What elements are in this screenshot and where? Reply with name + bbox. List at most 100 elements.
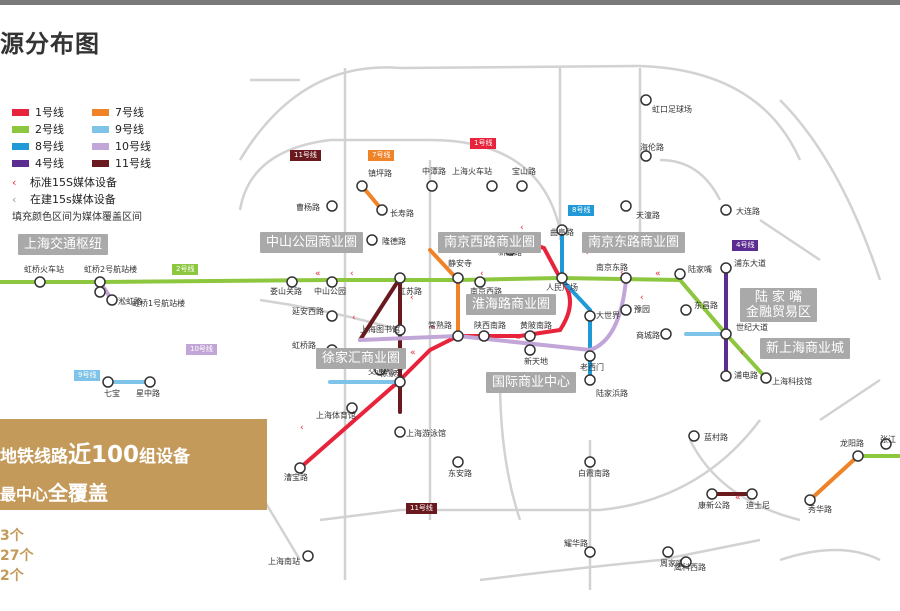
station-marker <box>34 276 46 288</box>
station-label: 大世界 <box>596 310 620 320</box>
station-label: 上海游泳馆 <box>406 428 446 438</box>
station-label: 徐家汇 <box>380 368 404 378</box>
station-marker <box>302 550 314 562</box>
station-label: 常熟路 <box>428 320 452 330</box>
legend-item: 7号线 <box>92 104 144 120</box>
swatch-line-7 <box>92 108 109 116</box>
svg-text:«: « <box>315 269 321 279</box>
top-bar <box>0 0 900 5</box>
station-label: 商城路 <box>636 330 660 340</box>
station-label: 宝山路 <box>512 166 536 176</box>
station-marker <box>620 200 632 212</box>
station-marker <box>720 262 732 274</box>
swatch-line-10 <box>92 142 109 150</box>
legend-item: 10号线 <box>92 138 151 154</box>
station-label: 镇坪路 <box>368 168 392 178</box>
station-marker <box>356 180 368 192</box>
station-marker <box>394 376 406 388</box>
banner-line-2: 最中心全覆盖 <box>0 477 108 506</box>
station-label: 张江 <box>880 435 896 444</box>
swatch-line-11 <box>92 159 109 167</box>
station-marker <box>556 272 568 284</box>
station-label: 静安寺 <box>448 258 472 268</box>
station-label: 延安西路 <box>292 306 324 316</box>
zone-label: 淮海路商业圈 <box>466 294 557 315</box>
svg-text:‹: ‹ <box>640 293 644 303</box>
station-label: 鹰科西路 <box>674 562 706 572</box>
station-marker <box>620 304 632 316</box>
legend-item: ‹标准15S媒体设备 <box>12 174 117 190</box>
station-label: 蓝村路 <box>704 432 728 442</box>
station-marker <box>294 462 306 474</box>
station-label: 浦电路 <box>734 370 758 380</box>
line-tag: 11号线 <box>290 150 321 161</box>
station-marker <box>680 304 692 316</box>
zone-label: 国际商业中心 <box>486 372 577 393</box>
station-marker <box>720 328 732 340</box>
svg-text:«: « <box>430 323 436 333</box>
station-marker <box>394 426 406 438</box>
line-tag: 8号线 <box>568 205 595 216</box>
station-marker <box>746 488 758 500</box>
station-label: 上海火车站 <box>452 166 492 176</box>
banner-line2-prefix: 最中心 <box>0 485 49 504</box>
banner-line2-suffix: 全覆盖 <box>48 481 109 505</box>
legend-label: 1号线 <box>35 106 64 119</box>
station-label: 淞虹路 <box>118 296 142 306</box>
station-marker <box>326 200 338 212</box>
svg-text:«: « <box>515 333 521 343</box>
legend-item: ‹在建15s媒体设备 <box>12 191 116 207</box>
station-label: 龙阳路 <box>840 438 864 448</box>
station-label: 白霞南路 <box>578 468 610 478</box>
station-marker <box>674 268 686 280</box>
svg-text:‹: ‹ <box>740 348 744 358</box>
station-label: 曲阜路 <box>550 227 574 237</box>
station-marker <box>346 402 358 414</box>
station-label: 海伦路 <box>640 142 664 152</box>
station-marker <box>326 310 338 322</box>
swatch-line-4 <box>12 159 29 167</box>
station-marker <box>640 150 652 162</box>
legend-label: 4号线 <box>35 157 64 170</box>
station-label: 南京西路 <box>470 286 502 296</box>
legend-label: 7号线 <box>115 106 144 119</box>
station-label: 七宝 <box>104 388 120 398</box>
station-marker <box>584 350 596 362</box>
station-marker <box>94 286 106 298</box>
station-label: 中潭路 <box>422 166 446 176</box>
station-marker <box>556 224 568 236</box>
line-tag: 11号线 <box>406 503 437 514</box>
station-label: 东昌路 <box>694 300 718 310</box>
legend-label: 9号线 <box>115 123 144 136</box>
station-marker <box>106 294 118 306</box>
stat-item: 3个 <box>0 528 24 544</box>
inactive-lines <box>238 64 882 590</box>
swatch-line-8 <box>12 142 29 150</box>
legend-item: 2号线 <box>12 121 64 137</box>
legend-label: 10号线 <box>115 140 151 153</box>
station-label: 人民广场 <box>546 282 578 292</box>
svg-text:‹: ‹ <box>480 269 484 279</box>
station-label: 上海体育馆 <box>316 410 356 420</box>
station-label: 中山公园 <box>314 286 346 296</box>
station-marker <box>584 310 596 322</box>
svg-text:‹: ‹ <box>352 313 356 323</box>
station-marker <box>688 430 700 442</box>
station-marker <box>584 546 596 558</box>
station-marker <box>376 204 388 216</box>
station-marker <box>394 272 406 284</box>
station-marker <box>144 376 156 388</box>
station-label: 康新公路 <box>698 500 730 510</box>
station-label: 迪士尼 <box>746 500 770 510</box>
station-label: 陆家浜路 <box>596 388 628 398</box>
banner-suffix: 组设备 <box>139 447 191 467</box>
station-marker <box>474 276 486 288</box>
station-marker <box>452 330 464 342</box>
station-label: 黄陂南路 <box>520 320 552 330</box>
line-tag: 9号线 <box>74 370 101 381</box>
station-label: 陕西南路 <box>474 320 506 330</box>
zone-label: 中山公园商业圈 <box>260 232 364 253</box>
station-marker <box>584 374 596 386</box>
station-marker <box>804 494 816 506</box>
zone-label: 徐家汇商业圈 <box>316 348 407 369</box>
